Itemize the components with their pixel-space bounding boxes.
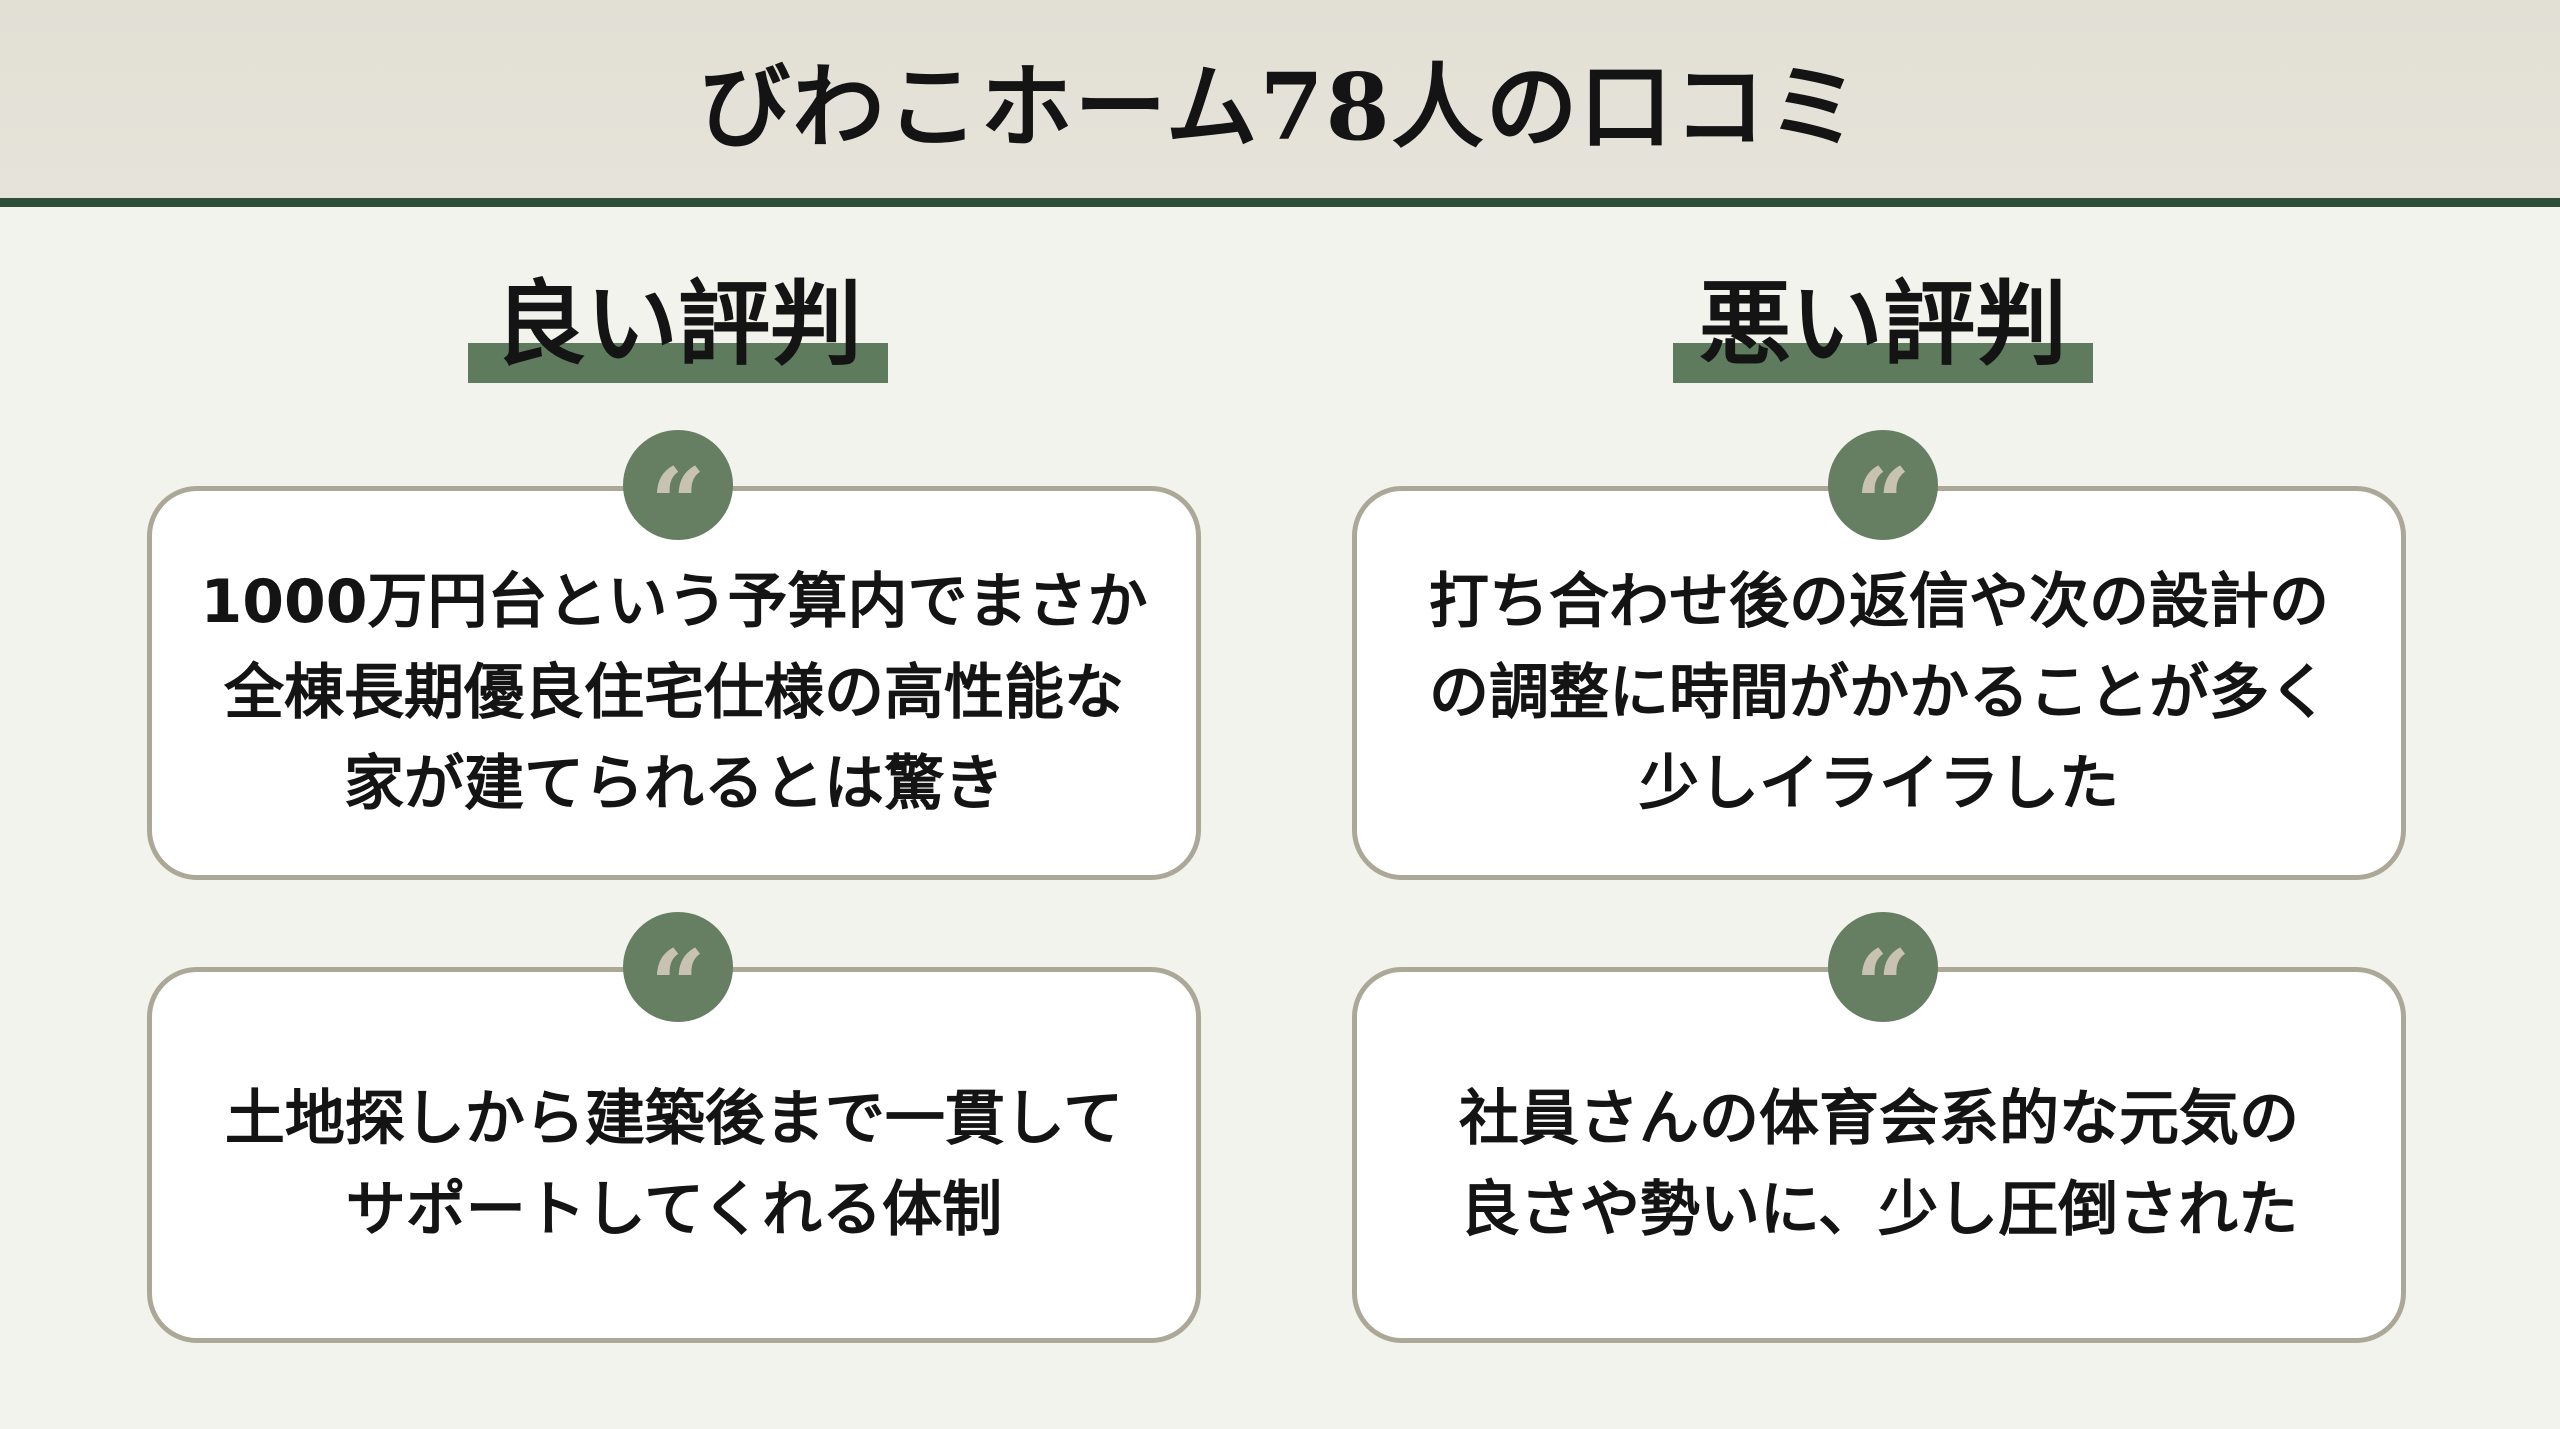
quote-glyph: “ <box>650 447 706 560</box>
header-divider <box>0 198 2560 207</box>
quote-icon: “ <box>623 912 733 1034</box>
bad-reviews-heading: 悪い評判 <box>1673 270 2093 383</box>
review-text: 1000万円台という予算内でまさか 全棟長期優良住宅仕様の高性能な 家が建てられ… <box>200 566 1148 819</box>
heading-underline <box>468 343 888 383</box>
review-text: 社員さんの体育会系的な元気の 良さや勢いに、少し圧倒された <box>1459 1084 2299 1245</box>
header: びわこホーム78人の口コミ <box>0 0 2560 198</box>
page-title: びわこホーム78人の口コミ <box>698 52 1862 161</box>
quote-glyph: “ <box>1855 447 1911 560</box>
heading-label: 悪い評判 <box>1698 271 2067 378</box>
quote-icon: “ <box>1828 430 1938 552</box>
good-review-card-1: 1000万円台という予算内でまさか 全棟長期優良住宅仕様の高性能な 家が建てられ… <box>147 486 1201 880</box>
quote-glyph: “ <box>650 929 706 1042</box>
review-text: 土地探しから建築後まで一貫して サポートしてくれる体制 <box>224 1084 1124 1245</box>
quote-glyph: “ <box>1855 929 1911 1042</box>
good-reviews-heading: 良い評判 <box>468 270 888 383</box>
review-text: 打ち合わせ後の返信や次の設計の の調整に時間がかかることが多く 少しイライラした <box>1429 566 2329 819</box>
quote-icon: “ <box>1828 912 1938 1034</box>
bad-review-card-1: 打ち合わせ後の返信や次の設計の の調整に時間がかかることが多く 少しイライラした <box>1352 486 2406 880</box>
quote-icon: “ <box>623 430 733 552</box>
heading-label: 良い評判 <box>493 271 862 378</box>
good-review-card-2: 土地探しから建築後まで一貫して サポートしてくれる体制 <box>147 967 1201 1343</box>
bad-review-card-2: 社員さんの体育会系的な元気の 良さや勢いに、少し圧倒された <box>1352 967 2406 1343</box>
heading-underline <box>1673 343 2093 383</box>
